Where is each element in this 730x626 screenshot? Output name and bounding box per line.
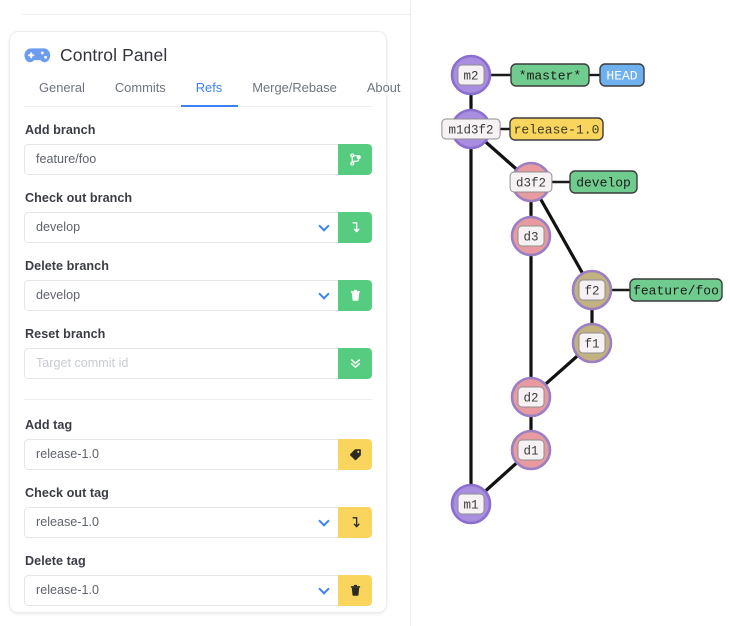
chevron-down-icon[interactable] [318,288,330,300]
value-delete-branch: develop [36,288,81,302]
chevron-down-icon[interactable] [318,515,330,527]
tab-commits[interactable]: Commits [100,79,181,104]
tab-refs[interactable]: Refs [181,79,238,104]
ref-label[interactable]: feature/foo [629,278,723,302]
button-delete-branch[interactable] [338,279,372,311]
commit-node[interactable]: m1d3f2 [441,108,501,150]
commit-node[interactable]: m1 [450,483,492,525]
tag-icon [349,448,362,461]
commit-id-label: d2 [523,391,538,405]
input-add-tag[interactable]: release-1.0 [24,438,338,470]
ref-label[interactable]: release-1.0 [509,117,604,141]
tab-merge-rebase[interactable]: Merge/Rebase [237,79,352,104]
commit-id-label: d3f2 [516,176,546,190]
commit-id-label: d1 [523,444,538,458]
top-divider [22,14,410,15]
commit-node[interactable]: d2 [510,376,552,418]
checkout-arrow-icon [349,221,362,234]
ref-label-text: release-1.0 [514,123,600,138]
button-reset-branch[interactable] [338,347,372,379]
chevron-down-icon[interactable] [318,220,330,232]
commit-node[interactable]: f2 [571,269,613,311]
trash-icon [349,289,362,302]
select-delete-branch[interactable]: develop [24,279,338,311]
ref-label-text: HEAD [606,69,637,84]
label-check-out-tag: Check out tag [25,485,109,500]
button-check-out-tag[interactable] [338,506,372,538]
page-title: Control Panel [60,45,168,65]
gamepad-icon [24,47,51,64]
commit-id-label: d3 [523,230,538,244]
commit-edge [529,180,594,292]
label-delete-branch: Delete branch [25,258,109,273]
button-add-tag[interactable] [338,438,372,470]
button-delete-tag[interactable] [338,574,372,606]
value-check-out-branch: develop [36,220,81,234]
ref-label-text: *master* [519,69,581,84]
input-add-branch[interactable]: feature/foo [24,143,338,175]
commit-id-label: f2 [584,284,599,298]
label-add-branch: Add branch [25,122,96,137]
branch-icon [349,152,362,166]
commit-node[interactable]: m2 [450,54,492,96]
control-delete-tag: release-1.0 [24,574,372,606]
select-delete-tag[interactable]: release-1.0 [24,574,338,606]
label-reset-branch: Reset branch [25,326,106,341]
commit-id-label: m1 [463,498,478,512]
tab-about[interactable]: About [352,79,416,104]
value-reset-branch: Target commit id [36,356,129,370]
checkout-arrow-icon [349,516,362,529]
control-add-branch: feature/foo [24,143,372,175]
label-add-tag: Add tag [25,417,73,432]
commit-id-label: m1d3f2 [448,123,493,137]
trash-icon [349,584,362,597]
panel-header: Control Panel [10,32,386,65]
control-check-out-branch: develop [24,211,372,243]
ref-label-text: feature/foo [633,284,719,299]
commit-node[interactable]: d3f2 [509,161,553,203]
select-check-out-tag[interactable]: release-1.0 [24,506,338,538]
ref-label[interactable]: *master* [510,63,590,87]
tab-general[interactable]: General [24,79,100,104]
label-delete-tag: Delete tag [25,553,86,568]
control-reset-branch: Target commit id [24,347,372,379]
control-delete-branch: develop [24,279,372,311]
ref-label-text: develop [576,176,631,191]
ref-label[interactable]: HEAD [599,63,645,87]
value-check-out-tag: release-1.0 [36,515,100,529]
commit-node[interactable]: d3 [510,215,552,257]
value-add-branch: feature/foo [36,152,97,166]
input-reset-branch[interactable]: Target commit id [24,347,338,379]
commit-id-label: m2 [463,69,478,83]
vertical-divider [410,0,411,626]
ref-label[interactable]: develop [569,170,638,194]
button-add-branch[interactable] [338,143,372,175]
commit-node[interactable]: d1 [510,429,552,471]
label-check-out-branch: Check out branch [25,190,133,205]
select-check-out-branch[interactable]: develop [24,211,338,243]
control-check-out-tag: release-1.0 [24,506,372,538]
double-chevron-down-icon [349,357,362,370]
button-check-out-branch[interactable] [338,211,372,243]
chevron-down-icon[interactable] [318,583,330,595]
control-add-tag: release-1.0 [24,438,372,470]
commit-id-label: f1 [584,337,599,351]
value-add-tag: release-1.0 [36,447,100,461]
commit-graph: *master* HEAD release-1.0 develop feature/fo… [411,0,730,626]
section-divider [24,398,372,400]
value-delete-tag: release-1.0 [36,583,100,597]
commit-node[interactable]: f1 [571,322,613,364]
